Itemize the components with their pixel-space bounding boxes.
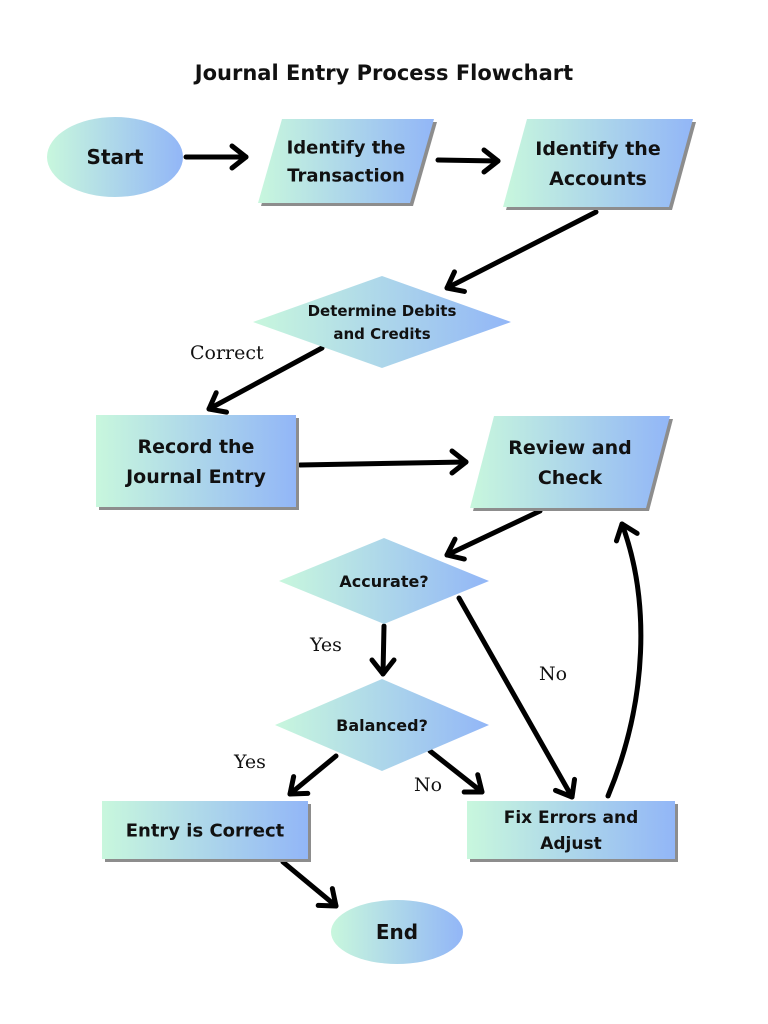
node-label: Determine Debits <box>308 302 457 320</box>
arrow-line <box>435 157 501 164</box>
node-label: Identify the <box>287 137 406 158</box>
diamond-shape <box>253 276 511 368</box>
edge-determine-to-record <box>206 345 325 415</box>
node-label: Adjust <box>540 834 602 854</box>
arrowhead-icon <box>481 147 501 175</box>
arrowhead-icon <box>287 774 311 797</box>
parallelogram-shape <box>470 416 670 508</box>
edge-record-to-review <box>297 448 469 476</box>
node-label: Transaction <box>287 165 405 186</box>
edge-label: Yes <box>309 634 342 656</box>
edge-balanced-to-entry-correct <box>287 753 339 797</box>
arrow-line <box>456 595 575 800</box>
edge-label: No <box>539 663 567 685</box>
edge-identify-transaction-to-identify-accounts <box>435 147 501 175</box>
arrowhead-icon <box>613 521 640 544</box>
node-label: Identify the <box>535 138 660 160</box>
node-label: Start <box>87 145 144 169</box>
arrowhead-icon <box>206 390 230 415</box>
node-label: End <box>376 920 418 944</box>
edge-accurate-to-balanced <box>369 623 397 677</box>
node-label: Review and <box>508 437 631 459</box>
edge-start-to-identify-transaction <box>183 143 249 171</box>
arrow-line <box>380 623 387 677</box>
node-determine: Determine Debits and Credits <box>253 276 511 368</box>
arrow-line <box>297 459 469 468</box>
ellipse-shape <box>47 117 183 197</box>
node-balanced: Balanced? <box>275 679 489 771</box>
node-label: Journal Entry <box>124 466 266 488</box>
diamond-shape <box>279 538 489 624</box>
chart-title: Journal Entry Process Flowchart <box>193 61 573 85</box>
node-label: Entry is Correct <box>126 820 285 841</box>
node-label: Fix Errors and <box>504 808 639 828</box>
rectangle-shape <box>102 801 308 859</box>
arrow-line <box>287 753 339 797</box>
node-label: Accounts <box>549 168 647 190</box>
ellipse-shape <box>331 900 463 964</box>
node-start: Start <box>47 117 183 197</box>
node-entry-correct: Entry is Correct <box>102 801 311 862</box>
node-end: End <box>331 900 463 964</box>
rectangle-shape <box>467 801 675 859</box>
arrowhead-icon <box>444 269 467 294</box>
edges-layer <box>183 143 644 909</box>
rectangle-shape <box>96 415 296 507</box>
node-label: Record the <box>138 436 255 458</box>
node-label: and Credits <box>333 325 430 343</box>
node-label: Accurate? <box>339 572 428 591</box>
diamond-shape <box>275 679 489 771</box>
arrowhead-icon <box>449 448 469 476</box>
parallelogram-shape <box>258 119 434 203</box>
arrowhead-icon <box>315 886 339 909</box>
edge-label: Correct <box>190 342 264 364</box>
edge-identify-accounts-to-determine <box>444 209 599 294</box>
arrow-line <box>206 345 325 412</box>
parallelogram-shape <box>503 119 693 207</box>
node-label: Balanced? <box>336 716 428 735</box>
arrowhead-icon <box>461 772 485 795</box>
edge-label: No <box>414 774 442 796</box>
arrowhead-icon <box>444 536 467 562</box>
arrow-line <box>605 521 644 799</box>
node-label: Check <box>538 467 603 489</box>
node-accurate: Accurate? <box>279 538 489 624</box>
edge-balanced-to-fix-errors <box>427 748 485 795</box>
edge-entry-correct-to-end <box>280 859 339 909</box>
arrow-line <box>427 748 485 795</box>
edge-label: Yes <box>233 751 266 773</box>
arrowhead-icon <box>229 143 249 171</box>
arrow-line <box>444 508 543 558</box>
arrowhead-icon <box>552 776 578 800</box>
edge-fix-errors-to-review <box>605 521 644 799</box>
edge-accurate-to-fix-errors <box>456 595 578 800</box>
arrow-line <box>444 209 599 291</box>
arrow-line <box>280 859 339 909</box>
arrowhead-icon <box>369 657 397 677</box>
edge-review-to-accurate <box>444 508 543 562</box>
